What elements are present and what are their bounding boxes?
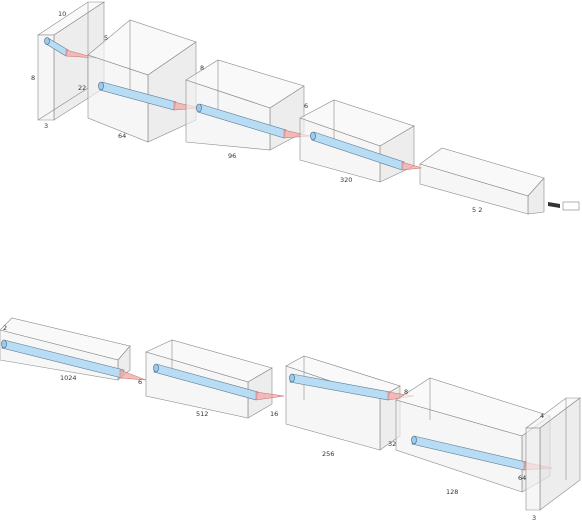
enc-label-in-bottom: 3: [44, 122, 48, 130]
enc-label-c2-w: 96: [228, 152, 236, 160]
enc-label-fc-w: 5 2: [472, 206, 482, 214]
dec-label-d1-w: 1024: [60, 374, 77, 382]
enc-label-in-top: 10: [58, 10, 66, 18]
encoder-conv-block-1: [87, 19, 197, 143]
enc-label-c1-side: 22: [78, 84, 86, 92]
dec-label-d1-top: 2: [3, 324, 7, 332]
enc-label-in-h: 8: [31, 74, 35, 82]
dec-label-out-top: 4: [540, 412, 544, 420]
decoder-tube-1: [1, 339, 147, 381]
dec-label-out-bottom: 3: [532, 514, 536, 522]
encoder-output-arrow: [548, 201, 580, 211]
decoder-tube-3: [289, 373, 415, 401]
encoder-fc-block: [419, 147, 545, 215]
enc-label-c3-w: 320: [340, 176, 352, 184]
dec-label-d4-w: 128: [446, 488, 458, 496]
dec-label-d3-side: 32: [388, 440, 396, 448]
decoder-output-block: [525, 397, 581, 511]
dec-label-d3-w: 256: [322, 450, 334, 458]
dec-label-d2-w: 512: [196, 410, 208, 418]
enc-label-c1-top: 5: [104, 34, 108, 42]
enc-label-c3-top: 6: [304, 102, 308, 110]
dec-label-d3-right: 8: [404, 388, 408, 396]
enc-label-c1-w: 64: [118, 132, 126, 140]
decoder-deconv-block-2: [285, 355, 401, 451]
dec-label-d4-side: 64: [518, 474, 526, 482]
dec-label-d1-side: 6: [138, 378, 142, 386]
enc-label-c2-top: 8: [200, 64, 204, 72]
dec-label-d2-side: 16: [270, 410, 278, 418]
decoder-tube-2: [153, 363, 285, 401]
encoder-tube-4: [310, 131, 423, 171]
